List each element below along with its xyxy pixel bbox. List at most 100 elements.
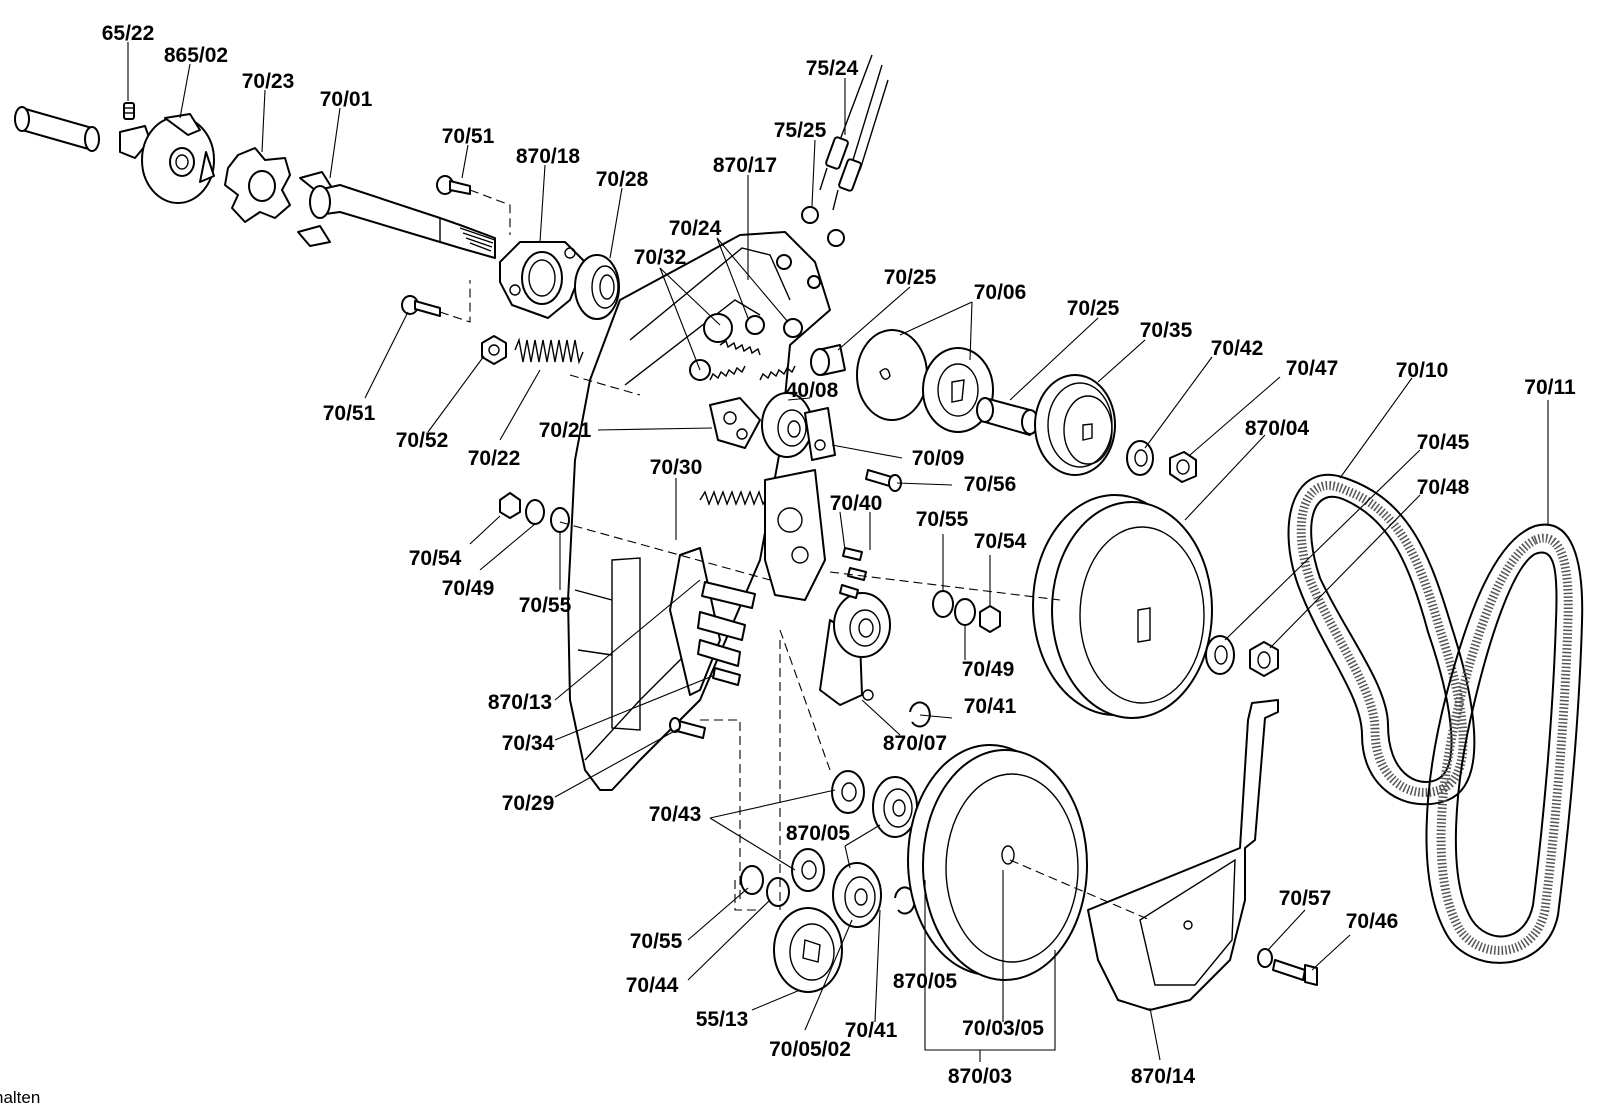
label-70-41-mid: 70/41 [964, 695, 1017, 718]
label-70-54-mid: 70/54 [974, 530, 1027, 553]
gear-55-13 [773, 907, 843, 993]
label-70-55-mid: 70/55 [916, 508, 969, 531]
spacer-70-25-b [976, 397, 1039, 436]
screw-70-51-bottom [401, 295, 441, 317]
label-70-52: 70/52 [396, 429, 449, 452]
nut-70-48 [1249, 641, 1279, 677]
label-70-55-left: 70/55 [519, 594, 572, 617]
label-55-13: 55/13 [696, 1008, 749, 1031]
label-870-17: 870/17 [713, 154, 777, 177]
label-70-32: 70/32 [634, 246, 687, 269]
tensioner-arm-870-07 [764, 469, 891, 706]
washer-70-42 [1126, 440, 1154, 476]
label-65-22: 65/22 [102, 22, 155, 45]
label-75-24: 75/24 [806, 57, 859, 80]
spring-70-30 [699, 490, 769, 506]
label-70-54-left: 70/54 [409, 547, 462, 570]
label-70-55-bottom: 70/55 [630, 930, 683, 953]
belt-guard-870-14 [1087, 699, 1279, 1011]
label-70-42: 70/42 [1211, 337, 1264, 360]
label-70-09: 70/09 [912, 447, 965, 470]
label-70-10: 70/10 [1396, 359, 1449, 382]
pulley-half-70-06-b [922, 347, 994, 433]
cable-nuts-75-25 [776, 206, 845, 289]
housing-side-plate [567, 231, 831, 791]
pulley-half-70-06-a [856, 329, 928, 421]
screw-70-56 [865, 469, 902, 492]
washer-70-43-a [831, 770, 865, 814]
footer-fragment-text: halten [0, 1088, 40, 1107]
label-70-43: 70/43 [649, 803, 702, 826]
label-70-24: 70/24 [669, 217, 722, 240]
circlip-70-41-mid [909, 701, 931, 728]
washer-70-57 [1257, 948, 1273, 968]
label-70-28: 70/28 [596, 168, 649, 191]
label-75-25: 75/25 [774, 119, 827, 142]
label-70-51-bottom: 70/51 [323, 402, 376, 425]
washers-left-group [499, 492, 570, 533]
label-70-11: 70/11 [1524, 376, 1576, 399]
nut-70-52 [481, 335, 507, 365]
label-870-07: 870/07 [883, 732, 947, 755]
bracket-70-09 [804, 407, 836, 461]
spacer-bushing-70-25-a [810, 344, 846, 376]
screws-70-40 [839, 547, 867, 599]
label-70-41-bottom: 70/41 [845, 1019, 898, 1042]
label-70-06: 70/06 [974, 281, 1027, 304]
pulley-70-35 [1034, 374, 1116, 476]
washer-70-45 [1205, 635, 1235, 675]
label-70-01: 70/01 [320, 88, 373, 111]
gear-870-05-a [872, 776, 918, 838]
set-screw-65-22 [123, 102, 135, 120]
tension-springs-70-32 [689, 313, 796, 381]
ball-bearing-70-28 [574, 254, 620, 320]
washer-70-43-b [791, 848, 825, 892]
label-70-25-a: 70/25 [884, 266, 937, 289]
label-870-18: 870/18 [516, 145, 581, 168]
main-shaft-70-01 [297, 171, 496, 259]
label-870-05-b: 870/05 [893, 970, 958, 993]
label-70-05-02: 70/05/02 [769, 1038, 851, 1061]
washer-70-55-bottom [740, 865, 790, 907]
label-70-47: 70/47 [1286, 357, 1339, 380]
label-870-14: 870/14 [1131, 1065, 1196, 1088]
large-pulley-870-04 [1032, 494, 1213, 719]
label-70-03-05: 70/03/05 [962, 1017, 1044, 1040]
label-870-04: 870/04 [1245, 417, 1310, 440]
label-870-03: 870/03 [948, 1065, 1012, 1088]
label-70-57: 70/57 [1279, 887, 1332, 910]
drive-pulley-70-03-05 [907, 744, 1088, 981]
label-70-44: 70/44 [626, 974, 679, 997]
label-70-23: 70/23 [242, 70, 295, 93]
label-70-34: 70/34 [502, 732, 555, 755]
lever-70-21 [709, 397, 761, 449]
label-70-21: 70/21 [539, 419, 592, 442]
gear-870-05-b [832, 862, 882, 928]
coupling-hub-865-02 [119, 113, 215, 204]
coupling-spider-70-23 [224, 147, 291, 223]
part-number-labels: 65/22 865/02 70/23 70/01 70/51 870/18 70… [102, 22, 1576, 1088]
label-70-48: 70/48 [1417, 476, 1470, 499]
label-70-25-b: 70/25 [1067, 297, 1120, 320]
label-70-56: 70/56 [964, 473, 1017, 496]
v-belt-70-11 [1425, 523, 1584, 964]
screws-70-24 [745, 315, 803, 338]
idler-pulley-40-08 [761, 392, 813, 458]
label-40-08: 40/08 [786, 379, 839, 402]
assembly-center-lines [439, 189, 1151, 921]
bolt-70-34 [712, 667, 741, 686]
label-70-29: 70/29 [502, 792, 555, 815]
spring-70-22 [514, 337, 584, 365]
bracket-870-13 [669, 547, 756, 696]
label-70-46: 70/46 [1346, 910, 1399, 933]
bolt-70-29 [669, 717, 706, 739]
label-70-49-mid: 70/49 [962, 658, 1015, 681]
label-865-02: 865/02 [164, 44, 228, 67]
label-70-35: 70/35 [1140, 319, 1193, 342]
screw-70-51-top [436, 175, 471, 195]
label-870-13: 870/13 [488, 691, 552, 714]
bearing-flange-870-18 [499, 241, 586, 319]
bolt-70-46 [1272, 959, 1318, 986]
label-70-45: 70/45 [1417, 431, 1470, 454]
